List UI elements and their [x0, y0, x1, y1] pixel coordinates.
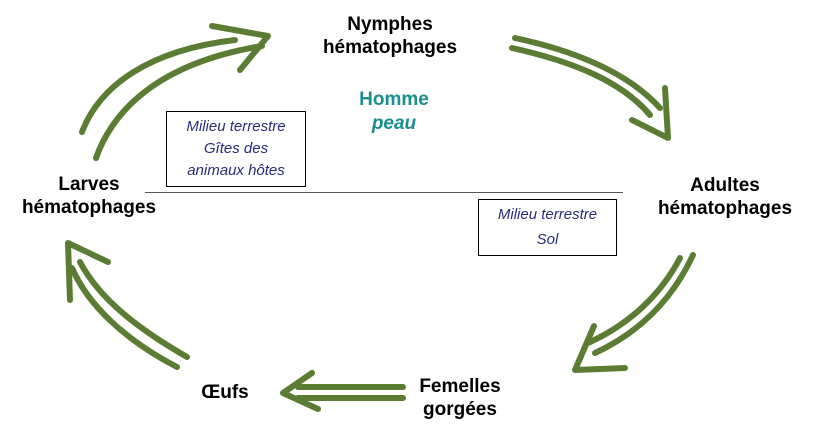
stage-femelles-qualifier: gorgées	[423, 399, 497, 420]
stage-nymphes-name: Nymphes	[347, 14, 433, 35]
environment-divider-line	[145, 192, 623, 193]
stage-adultes-name: Adultes	[690, 175, 760, 196]
arrow-nymphes-to-adultes	[509, 35, 671, 141]
habitat-right-line2: Sol	[536, 231, 559, 248]
host-name: Homme	[359, 89, 429, 110]
stage-adultes: Adultes hématophages	[630, 174, 820, 220]
stage-femelles-name: Femelles	[419, 376, 501, 397]
arrow-larves-to-nymphes	[79, 23, 271, 161]
habitat-box-left: Milieu terrestre Gîtes des animaux hôtes	[166, 111, 306, 187]
stage-larves-name: Larves	[58, 174, 120, 195]
habitat-box-right: Milieu terrestre Sol	[478, 199, 617, 256]
habitat-left-line1: Milieu terrestre	[186, 118, 286, 135]
host-label: Homme peau	[334, 88, 454, 136]
stage-nymphes: Nymphes hématophages	[290, 13, 490, 59]
stage-adultes-qualifier: hématophages	[657, 198, 793, 219]
habitat-left-line2: Gîtes des	[203, 140, 269, 157]
stage-femelles: Femelles gorgées	[405, 375, 515, 421]
arrow-adultes-to-femelles	[572, 252, 696, 373]
stage-nymphes-qualifier: hématophages	[322, 37, 458, 58]
stage-larves: Larves hématophages	[0, 173, 178, 219]
stage-oeufs: Œufs	[185, 381, 265, 404]
arrow-oeufs-to-larves	[65, 240, 190, 370]
stage-larves-qualifier: hématophages	[21, 197, 157, 218]
habitat-left-line3: animaux hôtes	[187, 162, 285, 179]
stage-oeufs-name: Œufs	[201, 382, 249, 403]
arrow-femelles-to-oeufs	[280, 370, 406, 412]
host-site: peau	[371, 113, 417, 134]
habitat-right-line1: Milieu terrestre	[497, 206, 598, 223]
